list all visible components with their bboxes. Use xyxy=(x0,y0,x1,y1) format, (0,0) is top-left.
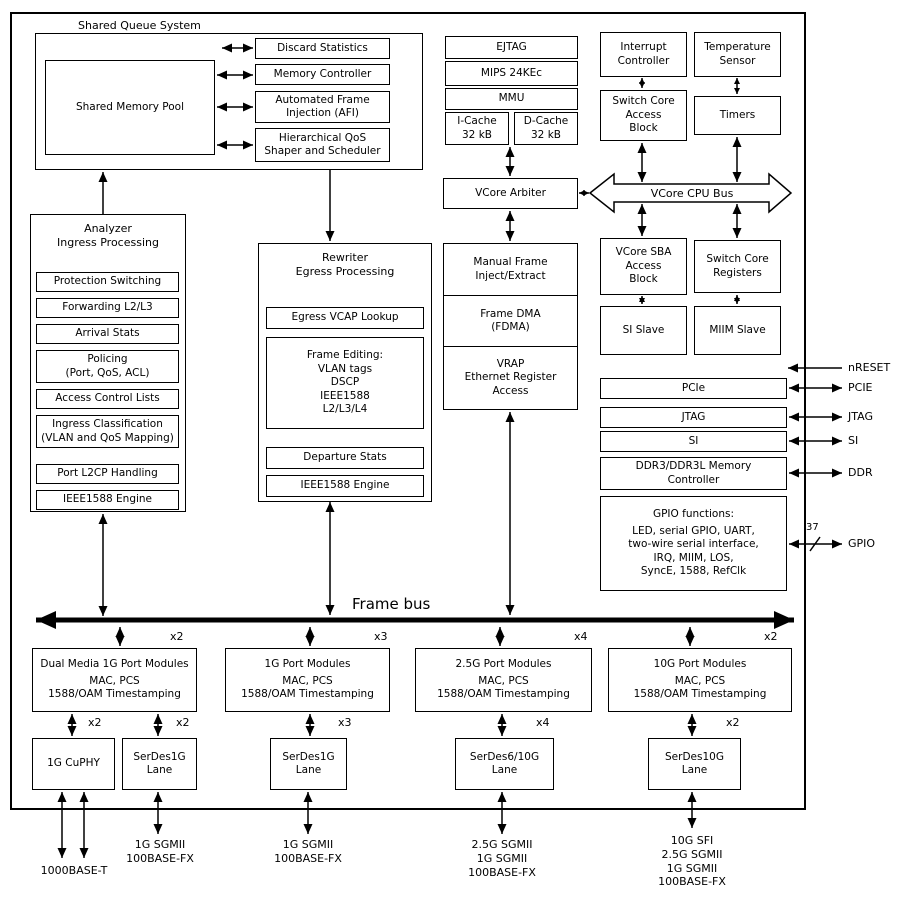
policing-box: Policing (Port, QoS, ACL) xyxy=(36,350,179,383)
manual-frame-inject-extract-box: Manual Frame Inject/Extract xyxy=(443,243,578,296)
port-count-dual-media-1g: x2 xyxy=(170,630,184,643)
phy-count-serdes10g: x2 xyxy=(726,716,740,729)
qos-shaper-scheduler-box: Hierarchical QoS Shaper and Scheduler xyxy=(255,128,390,162)
shared-memory-pool-box: Shared Memory Pool xyxy=(45,60,215,155)
frame-bus-label: Frame bus xyxy=(352,595,431,613)
port-module-10g-box: 10G Port Modules MAC, PCS 1588/OAM Times… xyxy=(608,648,792,712)
gpio-functions-box: GPIO functions: LED, serial GPIO, UART, … xyxy=(600,496,787,591)
dcache-box: D-Cache 32 kB xyxy=(514,112,578,145)
phy-count-serdes1g-a: x2 xyxy=(176,716,190,729)
connector-arrows xyxy=(36,43,842,858)
external-1g-sgmii-label-b: 1G SGMII 100BASE-FX xyxy=(274,838,342,865)
analyzer-ieee1588-engine-box: IEEE1588 Engine xyxy=(36,490,179,510)
gpio-bus-width-label: 37 xyxy=(806,522,819,533)
si-box: SI xyxy=(600,431,787,452)
serdes1g-lane-box-b: SerDes1G Lane xyxy=(270,738,347,790)
port-count-1g: x3 xyxy=(374,630,388,643)
port-module-title: Dual Media 1G Port Modules xyxy=(40,658,189,671)
vcore-sba-access-block-box: VCore SBA Access Block xyxy=(600,238,687,295)
chip-boundary xyxy=(10,12,806,810)
port-module-sub: MAC, PCS 1588/OAM Timestamping xyxy=(437,674,570,701)
switch-core-access-block-box: Switch Core Access Block xyxy=(600,90,687,141)
port-module-title: 10G Port Modules xyxy=(653,658,747,671)
pin-nreset-label: nRESET xyxy=(848,361,891,374)
port-l2cp-handling-box: Port L2CP Handling xyxy=(36,464,179,484)
gpio-functions-title: GPIO functions: xyxy=(652,508,735,521)
icache-box: I-Cache 32 kB xyxy=(445,112,509,145)
arrival-stats-box: Arrival Stats xyxy=(36,324,179,344)
temperature-sensor-box: Temperature Sensor xyxy=(694,32,781,77)
pin-pcie-label: PCIE xyxy=(848,381,873,394)
mmu-box: MMU xyxy=(445,88,578,110)
ejtag-box: EJTAG xyxy=(445,36,578,59)
frame-editing-box: Frame Editing: VLAN tags DSCP IEEE1588 L… xyxy=(266,337,424,429)
mips-core-box: MIPS 24KEc xyxy=(445,61,578,86)
discard-statistics-box: Discard Statistics xyxy=(255,38,390,59)
access-control-lists-box: Access Control Lists xyxy=(36,389,179,409)
phy-count-serdes6-10g: x4 xyxy=(536,716,550,729)
external-1g-sgmii-label-a: 1G SGMII 100BASE-FX xyxy=(126,838,194,865)
external-1000base-t-label: 1000BASE-T xyxy=(40,864,108,877)
departure-stats-box: Departure Stats xyxy=(266,447,424,469)
port-count-2p5g: x4 xyxy=(574,630,588,643)
external-10g-sfi-label: 10G SFI 2.5G SGMII 1G SGMII 100BASE-FX xyxy=(658,834,726,889)
rewriter-ieee1588-engine-box: IEEE1588 Engine xyxy=(266,475,424,497)
jtag-box: JTAG xyxy=(600,407,787,428)
vcore-cpu-bus-shape xyxy=(588,172,793,214)
rewriter-title: Rewriter Egress Processing xyxy=(295,251,395,278)
egress-vcap-lookup-box: Egress VCAP Lookup xyxy=(266,307,424,329)
switch-core-registers-box: Switch Core Registers xyxy=(694,240,781,293)
pin-ddr-label: DDR xyxy=(848,466,873,479)
pin-jtag-label: JTAG xyxy=(848,410,873,423)
port-count-10g: x2 xyxy=(764,630,778,643)
shared-queue-system-title: Shared Queue System xyxy=(78,19,201,32)
miim-slave-box: MIIM Slave xyxy=(694,306,781,355)
vrap-box: VRAP Ethernet Register Access xyxy=(443,346,578,410)
frame-dma-box: Frame DMA (FDMA) xyxy=(443,295,578,347)
pin-si-label: SI xyxy=(848,434,859,447)
port-module-2p5g-box: 2.5G Port Modules MAC, PCS 1588/OAM Time… xyxy=(415,648,592,712)
port-module-title: 2.5G Port Modules xyxy=(455,658,552,671)
ingress-classification-box: Ingress Classification (VLAN and QoS Map… xyxy=(36,415,179,448)
phy-count-cuphy: x2 xyxy=(88,716,102,729)
port-module-sub: MAC, PCS 1588/OAM Timestamping xyxy=(241,674,374,701)
rewriter-box xyxy=(258,243,432,502)
port-module-sub: MAC, PCS 1588/OAM Timestamping xyxy=(633,674,767,701)
gpio-functions-body: LED, serial GPIO, UART, two-wire serial … xyxy=(628,524,759,578)
analyzer-box xyxy=(30,214,186,512)
timers-box: Timers xyxy=(694,96,781,135)
analyzer-title: Analyzer Ingress Processing xyxy=(57,222,159,249)
pin-gpio-label: GPIO xyxy=(848,537,876,550)
phy-count-serdes1g-b: x3 xyxy=(338,716,352,729)
external-2p5g-sgmii-label: 2.5G SGMII 1G SGMII 100BASE-FX xyxy=(468,838,536,879)
serdes6-10g-lane-box: SerDes6/10G Lane xyxy=(455,738,554,790)
serdes1g-lane-box-a: SerDes1G Lane xyxy=(122,738,197,790)
port-module-1g-box: 1G Port Modules MAC, PCS 1588/OAM Timest… xyxy=(225,648,390,712)
pcie-box: PCIe xyxy=(600,378,787,399)
si-slave-box: SI Slave xyxy=(600,306,687,355)
protection-switching-box: Protection Switching xyxy=(36,272,179,292)
ddr-memory-controller-box: DDR3/DDR3L Memory Controller xyxy=(600,457,787,490)
vcore-arbiter-box: VCore Arbiter xyxy=(443,178,578,209)
interrupt-controller-box: Interrupt Controller xyxy=(600,32,687,77)
memory-controller-box: Memory Controller xyxy=(255,64,390,85)
port-module-dual-media-1g-box: Dual Media 1G Port Modules MAC, PCS 1588… xyxy=(32,648,197,712)
cuphy-1g-box: 1G CuPHY xyxy=(32,738,115,790)
afi-box: Automated Frame Injection (AFI) xyxy=(255,91,390,123)
port-module-title: 1G Port Modules xyxy=(264,658,351,671)
shared-queue-system-box xyxy=(35,33,423,170)
port-module-sub: MAC, PCS 1588/OAM Timestamping xyxy=(48,674,181,701)
vcore-cpu-bus-label: VCore CPU Bus xyxy=(650,187,734,200)
serdes10g-lane-box: SerDes10G Lane xyxy=(648,738,741,790)
forwarding-l2-l3-box: Forwarding L2/L3 xyxy=(36,298,179,318)
